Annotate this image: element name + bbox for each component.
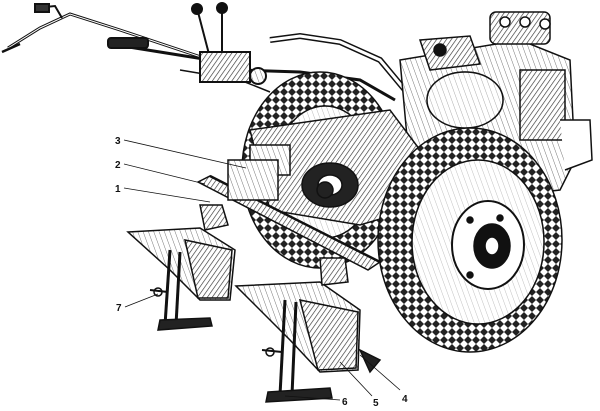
callout-3: 3: [115, 136, 121, 147]
callout-4: 4: [402, 394, 408, 405]
callout-6: 6: [342, 397, 348, 408]
callout-1: 1: [115, 184, 121, 195]
tool-bar: [196, 159, 382, 271]
control-levers: [191, 2, 267, 85]
callout-2: 2: [115, 160, 121, 171]
right-plough-body: [234, 257, 382, 403]
callout-7: 7: [116, 303, 122, 314]
callout-5: 5: [373, 398, 379, 409]
leader-lines: [123, 139, 401, 401]
right-wheel: [377, 127, 563, 353]
left-plough-body: [126, 204, 236, 331]
callout-labels: 1 2 3 4 5 6 7: [115, 136, 408, 409]
